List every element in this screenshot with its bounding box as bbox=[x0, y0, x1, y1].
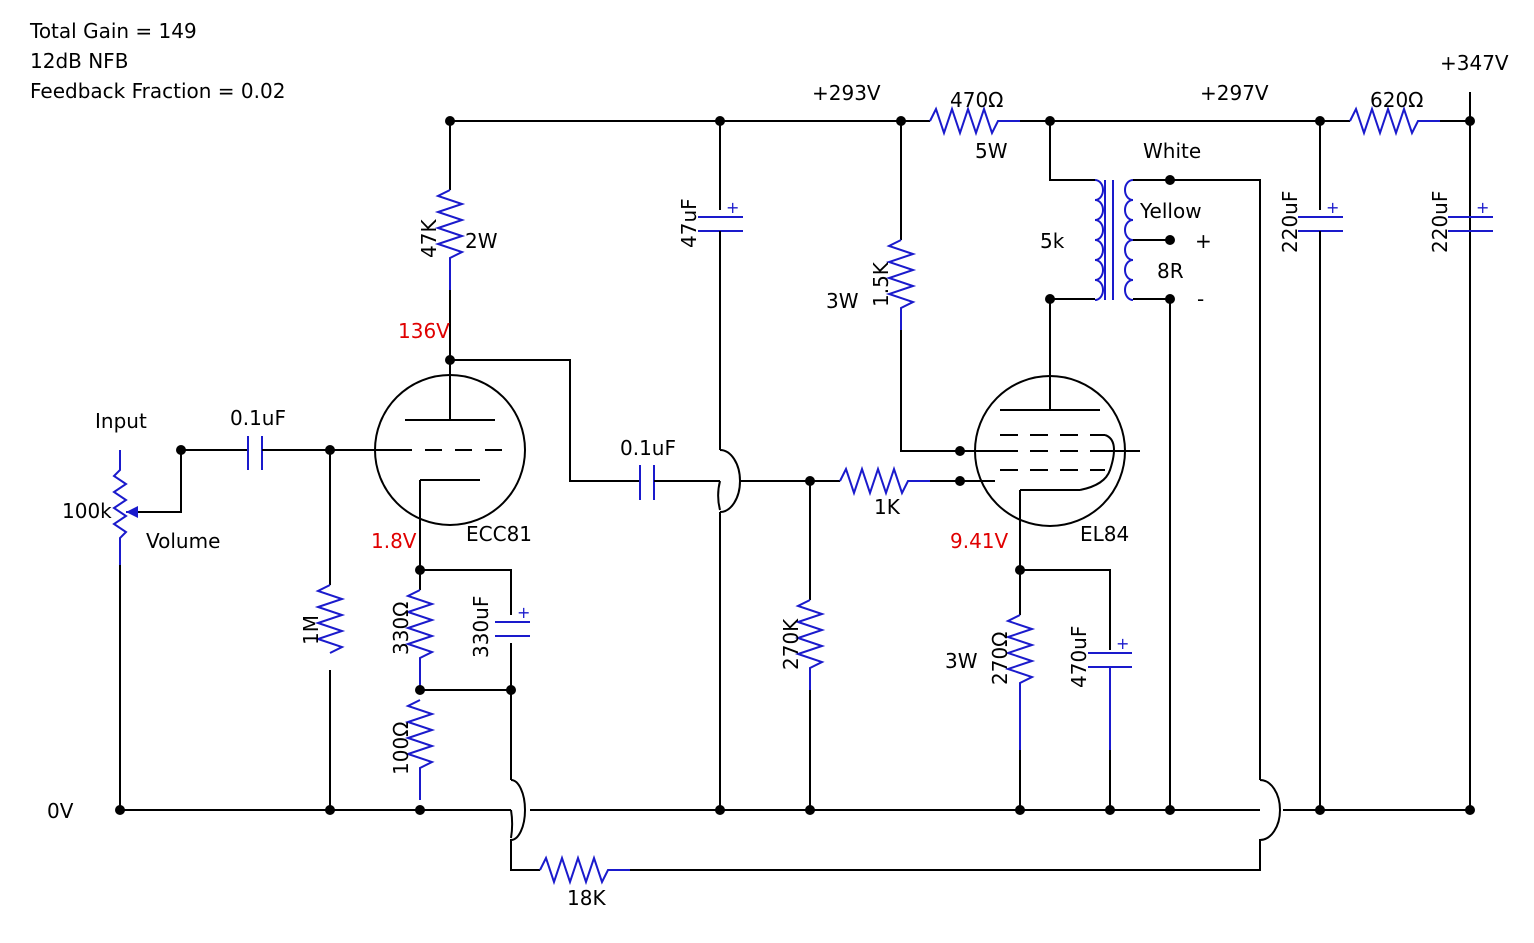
junction-dots bbox=[115, 116, 1475, 815]
label-dropper-470: 470Ω bbox=[950, 88, 1003, 112]
label-dropper-620: 620Ω bbox=[1370, 88, 1423, 112]
ecc81-tube bbox=[374, 374, 526, 570]
label-el84: EL84 bbox=[1080, 522, 1129, 546]
label-screen-res: 1.5K bbox=[869, 261, 893, 307]
ecc81-cathode-network bbox=[404, 569, 540, 871]
svg-text:+: + bbox=[1116, 634, 1129, 653]
label-load: 8R bbox=[1157, 259, 1184, 283]
note-nfb: 12dB NFB bbox=[30, 49, 129, 73]
label-pot-name: Volume bbox=[146, 529, 220, 553]
label-anode-res: 47K bbox=[417, 219, 441, 258]
label-v2-cathode-voltage: 9.41V bbox=[950, 529, 1009, 553]
ground-rail bbox=[120, 809, 1470, 839]
svg-text:+: + bbox=[726, 198, 739, 217]
label-pot-value: 100k bbox=[62, 499, 112, 523]
input-coupling-cap bbox=[181, 436, 395, 470]
svg-text:+: + bbox=[1326, 198, 1339, 217]
label-filter-cap-2: 220uF bbox=[1428, 191, 1452, 253]
dropper-470 bbox=[929, 105, 1020, 137]
grid-leak-1m bbox=[314, 450, 346, 810]
svg-text:+: + bbox=[517, 603, 530, 622]
label-anode-voltage: 136V bbox=[398, 319, 450, 343]
label-b3: +347V bbox=[1440, 51, 1509, 75]
label-v2-cathode-cap: 470uF bbox=[1067, 626, 1091, 688]
label-v1-cathode-voltage: 1.8V bbox=[371, 529, 417, 553]
label-b1: +293V bbox=[812, 81, 881, 105]
label-interstage-cap: 0.1uF bbox=[620, 436, 676, 460]
grid-leak-270k bbox=[794, 481, 826, 810]
label-grid-leak-270k: 270K bbox=[779, 618, 803, 670]
el84-tube bbox=[974, 299, 1140, 570]
el84-cathode-network bbox=[1004, 569, 1132, 810]
dropper-620 bbox=[1349, 105, 1440, 137]
label-filter-cap-1: 220uF bbox=[1278, 191, 1302, 253]
ecc81-plate-wire bbox=[450, 359, 640, 482]
label-anode-res-power: 2W bbox=[465, 229, 498, 253]
label-v1-cathode-res: 330Ω bbox=[389, 602, 413, 655]
label-input: Input bbox=[95, 409, 147, 433]
label-dropper-470-power: 5W bbox=[975, 139, 1008, 163]
interstage-coupling-cap bbox=[639, 449, 840, 513]
label-b2: +297V bbox=[1200, 81, 1269, 105]
label-v2-cathode-res-power: 3W bbox=[945, 649, 978, 673]
note-total-gain: Total Gain = 149 bbox=[30, 19, 197, 43]
filter-cap-1 bbox=[1298, 121, 1343, 810]
label-yellow: Yellow bbox=[1139, 199, 1202, 223]
label-primary: 5k bbox=[1040, 229, 1065, 253]
label-screen-res-power: 3W bbox=[826, 289, 859, 313]
label-v1-feedback-res: 100Ω bbox=[389, 722, 413, 775]
output-transformer bbox=[630, 121, 1281, 871]
note-feedback-fraction: Feedback Fraction = 0.02 bbox=[30, 79, 286, 103]
label-minus: - bbox=[1197, 287, 1204, 311]
label-grid-stopper: 1K bbox=[874, 495, 901, 519]
volume-pot bbox=[112, 450, 182, 810]
label-ecc81: ECC81 bbox=[466, 522, 532, 546]
label-white: White bbox=[1143, 139, 1201, 163]
decoupling-cap-47uf bbox=[698, 121, 743, 810]
label-decoupling-cap: 47uF bbox=[677, 198, 701, 248]
feedback-resistor-18k bbox=[539, 854, 630, 886]
screen-resistor-1-5k bbox=[885, 121, 1000, 452]
b-plus-rail bbox=[450, 92, 1471, 808]
label-plus: + bbox=[1195, 229, 1212, 253]
cap-polarity-marks: + + + + + bbox=[517, 198, 1489, 653]
label-ground: 0V bbox=[47, 799, 74, 823]
grid-stopper-1k bbox=[839, 465, 995, 497]
label-v1-cathode-cap: 330uF bbox=[469, 596, 493, 658]
filter-cap-2 bbox=[1448, 216, 1493, 232]
label-v2-cathode-res: 270Ω bbox=[988, 632, 1012, 685]
label-feedback-res: 18K bbox=[567, 886, 606, 910]
label-grid-leak-1m: 1M bbox=[299, 615, 323, 645]
label-input-cap: 0.1uF bbox=[230, 406, 286, 430]
svg-text:+: + bbox=[1476, 198, 1489, 217]
